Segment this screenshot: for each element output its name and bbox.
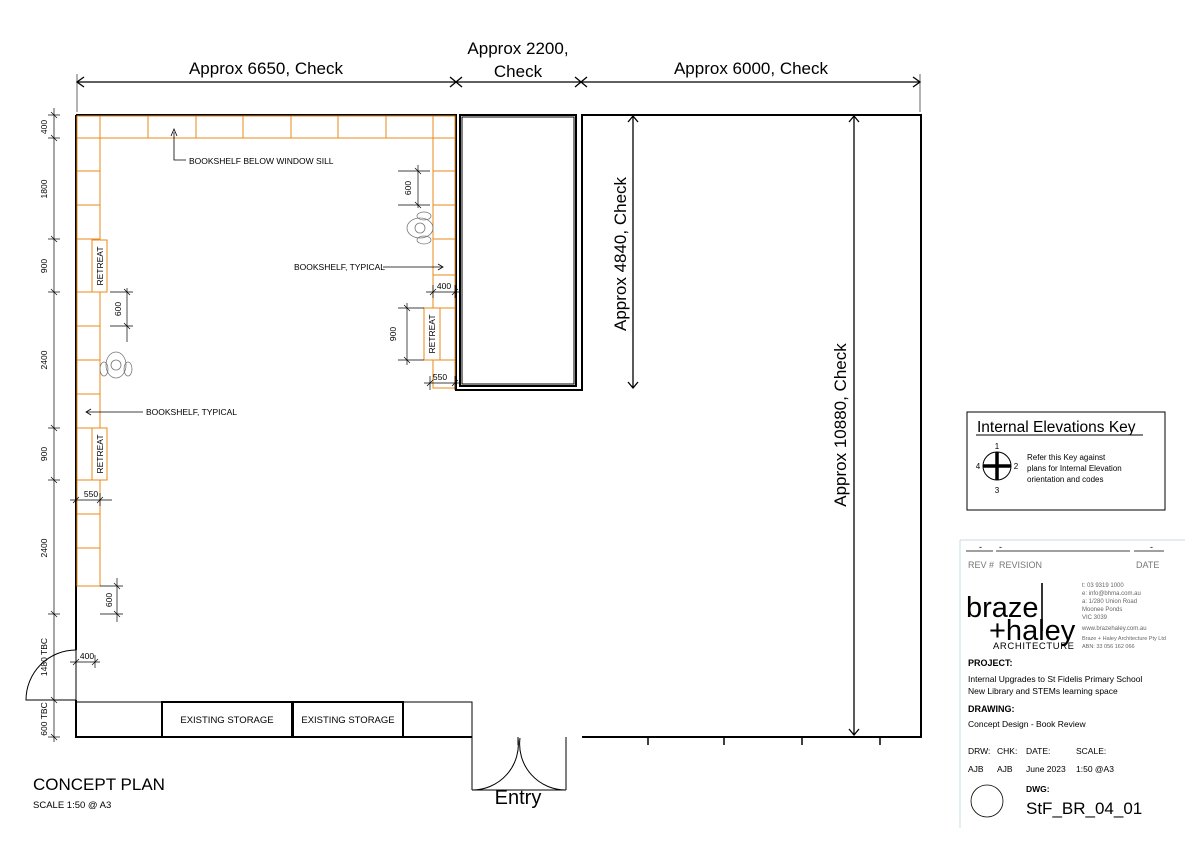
dim-550-right: 550	[433, 372, 447, 382]
project-label: PROJECT:	[968, 658, 1013, 668]
project-line-2: New Library and STEMs learning space	[968, 686, 1118, 696]
rev-dash-2: -	[999, 542, 1002, 552]
wall-ticks	[647, 737, 881, 745]
storage-label-2: EXISTING STORAGE	[301, 715, 394, 726]
rev-label: REV #	[968, 560, 994, 570]
dim-6000: Approx 6000, Check	[674, 59, 829, 78]
elevation-compass-icon	[982, 451, 1012, 481]
chk-label: CHK:	[997, 746, 1017, 756]
entry-doors	[471, 737, 567, 791]
vertical-dimensions	[627, 114, 860, 737]
date-value: June 2023	[1026, 764, 1066, 774]
contact-suburb: Moonee Ponds	[1082, 607, 1122, 613]
key-note-1: Refer this Key against	[1027, 453, 1106, 462]
company-abn: ABN: 33 056 162 066	[1082, 644, 1135, 650]
dim-left-400: 400	[39, 120, 49, 134]
key-note-2: plans for Internal Elevation	[1027, 464, 1122, 473]
project-line-1: Internal Upgrades to St Fidelis Primary …	[968, 674, 1142, 684]
key-note-3: orientation and codes	[1027, 475, 1104, 484]
compass-n2: 2	[1014, 462, 1019, 471]
dim-4840: Approx 4840, Check	[611, 176, 630, 331]
label-bookshelf-typical-left: BOOKSHELF, TYPICAL	[146, 407, 237, 417]
label-bookshelf-sill: BOOKSHELF BELOW WINDOW SILL	[189, 156, 334, 166]
drw-value: AJB	[968, 764, 984, 774]
chk-value: AJB	[997, 764, 1013, 774]
company-name: Braze + Haley Architecture Pty Ltd	[1082, 636, 1166, 642]
dim-2200-line1: Approx 2200,	[467, 39, 568, 58]
date-label: DATE	[1136, 560, 1159, 570]
compass-n1: 1	[995, 442, 1000, 451]
storage-label-1: EXISTING STORAGE	[180, 715, 273, 726]
dim-10880: Approx 10880, Check	[831, 343, 850, 507]
rev-dash-1: -	[979, 542, 982, 552]
annotation-leaders	[85, 127, 444, 416]
scale-label: SCALE:	[1076, 746, 1106, 756]
elevations-key-title: Internal Elevations Key	[977, 419, 1136, 436]
retreat-label-3: RETREAT	[427, 314, 437, 353]
storage-units	[75, 701, 473, 738]
dim-900-right: 900	[388, 327, 398, 341]
revision-label: REVISION	[999, 560, 1042, 570]
plan-title: CONCEPT PLAN	[33, 775, 165, 794]
bookshelves	[76, 115, 456, 587]
dim-left-1800: 1800	[39, 179, 49, 198]
dim-600-left: 600	[113, 302, 123, 316]
drw-label: DRW:	[968, 746, 990, 756]
drawing-label: DRAWING:	[968, 704, 1015, 714]
dim-600-lower: 600	[104, 593, 114, 607]
svg-text:braze: braze	[966, 592, 1039, 624]
date-field-label: DATE:	[1026, 746, 1050, 756]
plan-scale: SCALE 1:50 @ A3	[33, 800, 111, 811]
website: www.brazehaley.com.au	[1081, 626, 1147, 632]
dim-left-900a: 900	[39, 259, 49, 273]
dim-400-left: 400	[80, 651, 94, 661]
scale-value: 1:50 @A3	[1076, 764, 1114, 774]
entry-label: Entry	[495, 787, 542, 809]
dim-left-2400b: 2400	[39, 538, 49, 557]
left-door	[25, 649, 77, 701]
top-dimension-line	[75, 74, 922, 112]
drawing-name: Concept Design - Book Review	[968, 719, 1087, 729]
dim-400-right: 400	[437, 281, 451, 291]
rev-dash-3: -	[1150, 542, 1153, 552]
titleblock-frame	[959, 539, 1185, 828]
dim-left-1480: 1480 TBC	[39, 638, 49, 676]
person-figures	[99, 211, 434, 379]
contact-state: VIC 3039	[1082, 615, 1108, 621]
svg-text:+haley: +haley	[989, 615, 1076, 647]
retreat-boxes	[91, 239, 441, 481]
dwg-label: DWG:	[1026, 784, 1050, 794]
dwg-number: StF_BR_04_01	[1026, 799, 1142, 818]
label-bookshelf-typical-right: BOOKSHELF, TYPICAL	[294, 262, 385, 272]
retreat-label-1: RETREAT	[95, 246, 105, 285]
small-dimensions	[70, 165, 460, 668]
contact-phone: t: 03 9319 1000	[1082, 583, 1124, 589]
elevations-key-box	[966, 411, 1166, 511]
dim-6650: Approx 6650, Check	[189, 59, 344, 78]
left-dimension-chain	[48, 108, 60, 742]
brand-logo: braze +haley ARCHITECTURE	[966, 583, 1076, 652]
svg-text:ARCHITECTURE: ARCHITECTURE	[993, 641, 1075, 652]
dim-left-600tbc: 600 TBC	[39, 702, 49, 735]
dim-550-left: 550	[84, 489, 98, 499]
dim-600-right: 600	[403, 181, 413, 195]
dim-left-900b: 900	[39, 447, 49, 461]
compass-n3: 3	[995, 486, 1000, 495]
retreat-label-2: RETREAT	[95, 434, 105, 473]
compass-n4: 4	[976, 462, 981, 471]
contact-email: e: info@bhma.com.au	[1082, 591, 1141, 597]
dim-2200-line2: Check	[494, 62, 543, 81]
contact-address: a: 1/280 Union Road	[1082, 599, 1137, 605]
dim-left-2400a: 2400	[39, 350, 49, 369]
walls	[75, 114, 922, 791]
